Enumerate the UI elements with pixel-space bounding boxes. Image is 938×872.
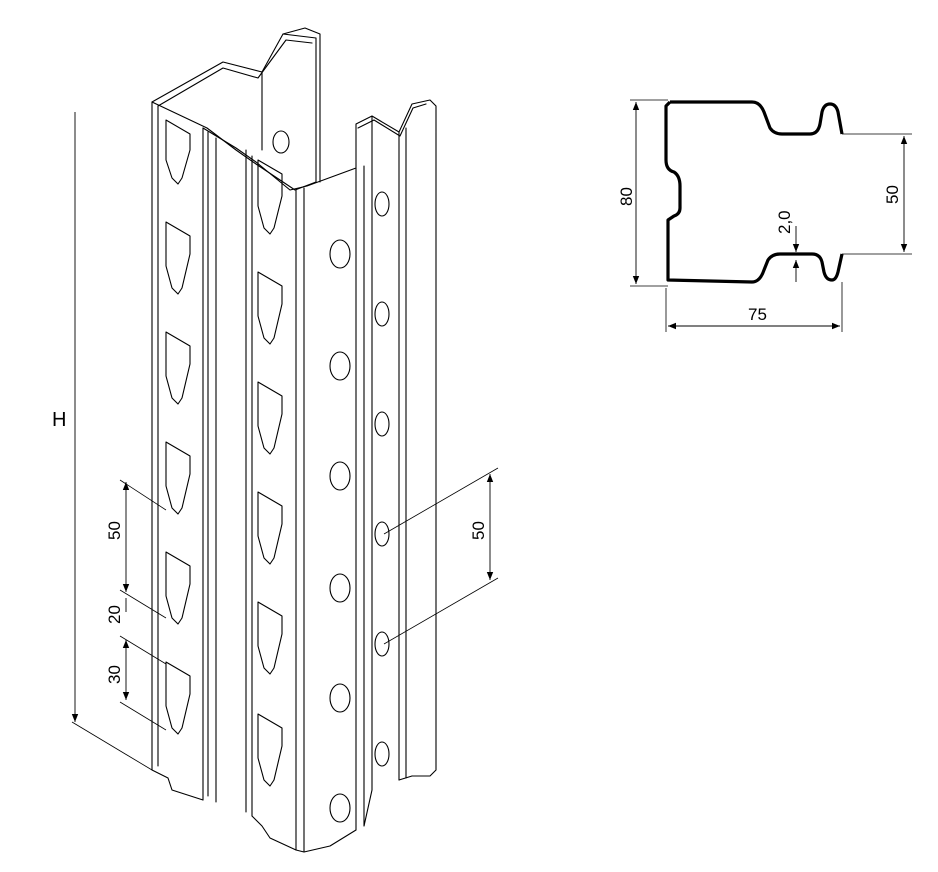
profile-inner-label: 50 xyxy=(883,185,902,204)
dimension-slot-pitch: 50 xyxy=(105,479,167,619)
holes-front-column xyxy=(329,239,351,823)
dimension-h: H xyxy=(52,112,153,771)
dimension-profile-height: 80 xyxy=(617,99,668,287)
dimension-slot-gap: 30 xyxy=(105,640,167,731)
slot-pitch-label: 50 xyxy=(105,521,124,540)
slots-left-column xyxy=(165,119,191,735)
hole-pitch-label: 50 xyxy=(469,521,488,540)
dimension-profile-thickness: 2,0 xyxy=(775,210,800,282)
height-label: H xyxy=(52,409,66,431)
profile-height-label: 80 xyxy=(617,187,636,206)
slot-gap-label: 30 xyxy=(105,665,124,684)
profile-cross-section: 80 75 50 2,0 xyxy=(617,99,912,332)
isometric-upright: H 50 20 30 50 xyxy=(52,27,499,853)
profile-width-label: 75 xyxy=(748,305,767,324)
slot-length-label: 20 xyxy=(105,605,124,624)
dimension-profile-width: 75 xyxy=(665,282,843,332)
dimension-slot-length: 20 xyxy=(105,598,167,665)
dimension-profile-inner: 50 xyxy=(842,133,912,255)
holes-rear-column xyxy=(374,191,390,767)
dimension-hole-pitch: 50 xyxy=(383,467,499,645)
slots-middle-column xyxy=(257,159,283,787)
profile-thickness-label: 2,0 xyxy=(775,210,794,234)
